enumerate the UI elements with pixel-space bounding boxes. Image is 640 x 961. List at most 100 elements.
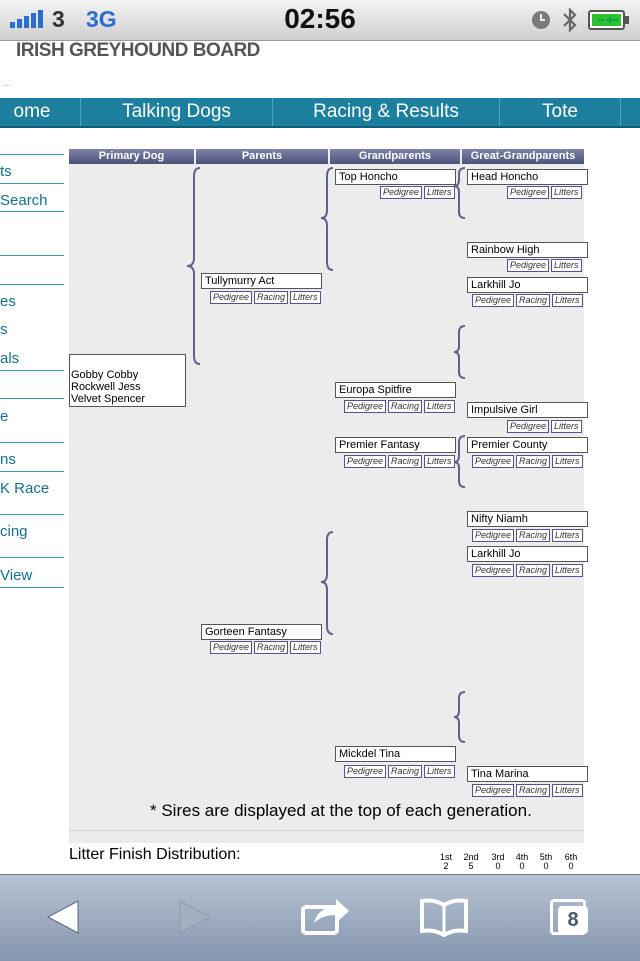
pedigree-button[interactable]: Pedigree — [507, 420, 550, 433]
litters-button[interactable]: Litters — [552, 784, 583, 797]
status-icons — [530, 6, 630, 34]
dog-actions: Pedigree Racing Litters — [344, 455, 455, 468]
bracket-grandparents-top — [320, 167, 334, 271]
pedigree-button[interactable]: Pedigree — [344, 765, 387, 778]
litters-button[interactable]: Litters — [290, 641, 321, 654]
pedigree-button[interactable]: Pedigree — [344, 455, 387, 468]
litters-button[interactable]: Litters — [552, 294, 583, 307]
dog-name-box[interactable]: Premier County — [467, 437, 588, 453]
carrier-label: 3 — [52, 6, 65, 32]
bracket-parents-top — [186, 167, 201, 365]
dog-name-box[interactable]: Top Honcho — [335, 169, 456, 185]
racing-button[interactable]: Racing — [388, 455, 423, 468]
racing-button[interactable]: Racing — [388, 400, 423, 413]
side-item-search[interactable]: Search — [0, 192, 48, 209]
litters-button[interactable]: Litters — [424, 400, 455, 413]
nav-racing-results[interactable]: Racing & Results — [313, 101, 459, 122]
nav-home[interactable]: ome — [13, 101, 51, 122]
pedigree-button[interactable]: Pedigree — [210, 291, 253, 304]
primary-dog-name: Velvet Finn — [71, 357, 130, 369]
nav-divider — [272, 98, 273, 126]
dog-name-box[interactable]: Europa Spitfire — [335, 382, 456, 398]
battery-charging-icon — [588, 10, 629, 30]
racing-button[interactable]: Racing — [516, 784, 551, 797]
clock: 02:56 — [284, 3, 356, 34]
litters-button[interactable]: Litters — [552, 455, 583, 468]
side-item-3[interactable]: s — [0, 321, 8, 338]
dog-name-box[interactable]: Premier Fantasy — [335, 437, 456, 453]
dog-actions: Pedigree Litters — [507, 186, 582, 199]
pedigree-button[interactable]: Pedigree — [472, 455, 515, 468]
dog-actions: Pedigree Racing Litters — [210, 291, 321, 304]
dog-name-box[interactable]: Impulsive Girl — [467, 402, 588, 418]
pedigree-button[interactable]: Pedigree — [472, 294, 515, 307]
tabs-button[interactable]: 8 — [548, 897, 594, 937]
side-item-0[interactable]: ts — [0, 163, 12, 180]
side-item-6[interactable]: ns — [0, 451, 16, 468]
side-item-2[interactable]: es — [0, 293, 16, 310]
pedigree-button[interactable]: Pedigree — [472, 784, 515, 797]
nav-talking-dogs[interactable]: Talking Dogs — [122, 101, 231, 122]
dog-actions: Pedigree Litters — [507, 259, 582, 272]
dog-name-box[interactable]: Gorteen Fantasy — [201, 624, 322, 640]
finish-position-count: 5 — [468, 861, 474, 871]
sires-footnote: * Sires are displayed at the top of each… — [150, 801, 532, 820]
litters-button[interactable]: Litters — [424, 455, 455, 468]
litters-button[interactable]: Litters — [424, 765, 455, 778]
bluetooth-icon — [563, 7, 577, 33]
site-title[interactable]: IRISH GREYHOUND BOARD — [16, 40, 260, 61]
litters-button[interactable]: Litters — [290, 291, 321, 304]
dog-actions: Pedigree Litters — [507, 420, 582, 433]
side-item-uk-race[interactable]: K Race — [0, 480, 50, 497]
litters-button[interactable]: Litters — [551, 186, 582, 199]
back-arrow-icon[interactable] — [44, 897, 84, 937]
primary-dog-line: Gobby Cobby — [71, 369, 139, 381]
bookmarks-icon[interactable] — [418, 897, 470, 937]
litters-button[interactable]: Litters — [551, 420, 582, 433]
racing-button[interactable]: Racing — [254, 291, 289, 304]
racing-button[interactable]: Racing — [516, 564, 551, 577]
pedigree-button[interactable]: Pedigree — [472, 564, 515, 577]
pedigree-button[interactable]: Pedigree — [507, 186, 550, 199]
racing-button[interactable]: Racing — [516, 455, 551, 468]
litters-button[interactable]: Litters — [552, 564, 583, 577]
nav-tote[interactable]: Tote — [542, 101, 578, 122]
forward-arrow-icon[interactable] — [174, 897, 214, 937]
pedigree-button[interactable]: Pedigree — [210, 641, 253, 654]
finish-position: 1st 2 — [435, 853, 457, 871]
pedigree-button[interactable]: Pedigree — [344, 400, 387, 413]
litters-button[interactable]: Litters — [552, 529, 583, 542]
dog-name-box[interactable]: Head Honcho — [467, 169, 588, 185]
side-nav-divider — [0, 211, 64, 212]
litters-button[interactable]: Litters — [551, 259, 582, 272]
dog-name-box[interactable]: Larkhill Jo — [467, 277, 588, 293]
column-header-great-grandparents: Great-Grandparents — [462, 149, 584, 164]
side-item-view[interactable]: View — [0, 567, 33, 584]
clock-icon — [532, 11, 550, 29]
title-dots: ... — [3, 78, 12, 89]
dog-name-box[interactable]: Tullymurry Act — [201, 273, 322, 289]
dog-name-box[interactable]: Mickdel Tina — [335, 746, 456, 762]
racing-button[interactable]: Racing — [516, 294, 551, 307]
pedigree-button[interactable]: Pedigree — [507, 259, 550, 272]
side-nav-divider — [0, 514, 64, 515]
racing-button[interactable]: Racing — [254, 641, 289, 654]
dog-name-box[interactable]: Larkhill Jo — [467, 546, 588, 562]
side-item-4[interactable]: als — [0, 350, 20, 367]
pedigree-button[interactable]: Pedigree — [380, 186, 423, 199]
side-item-racing[interactable]: cing — [0, 523, 28, 540]
dog-name-box[interactable]: Rainbow High — [467, 242, 588, 258]
finish-position-label: 5th — [539, 852, 553, 862]
dog-actions: Pedigree Racing Litters — [472, 564, 583, 577]
racing-button[interactable]: Racing — [516, 529, 551, 542]
dog-name-box[interactable]: Tina Marina — [467, 766, 588, 782]
pedigree-button[interactable]: Pedigree — [472, 529, 515, 542]
racing-button[interactable]: Racing — [388, 765, 423, 778]
side-item-5[interactable]: e — [0, 408, 9, 425]
bracket-great-4 — [453, 691, 466, 743]
dog-name-box[interactable]: Nifty Niamh — [467, 511, 588, 527]
litters-button[interactable]: Litters — [424, 186, 455, 199]
share-icon[interactable] — [300, 893, 352, 937]
primary-dog-box[interactable]: Velvet Finn Gobby Cobby Rockwell Jess Ve… — [69, 354, 186, 407]
